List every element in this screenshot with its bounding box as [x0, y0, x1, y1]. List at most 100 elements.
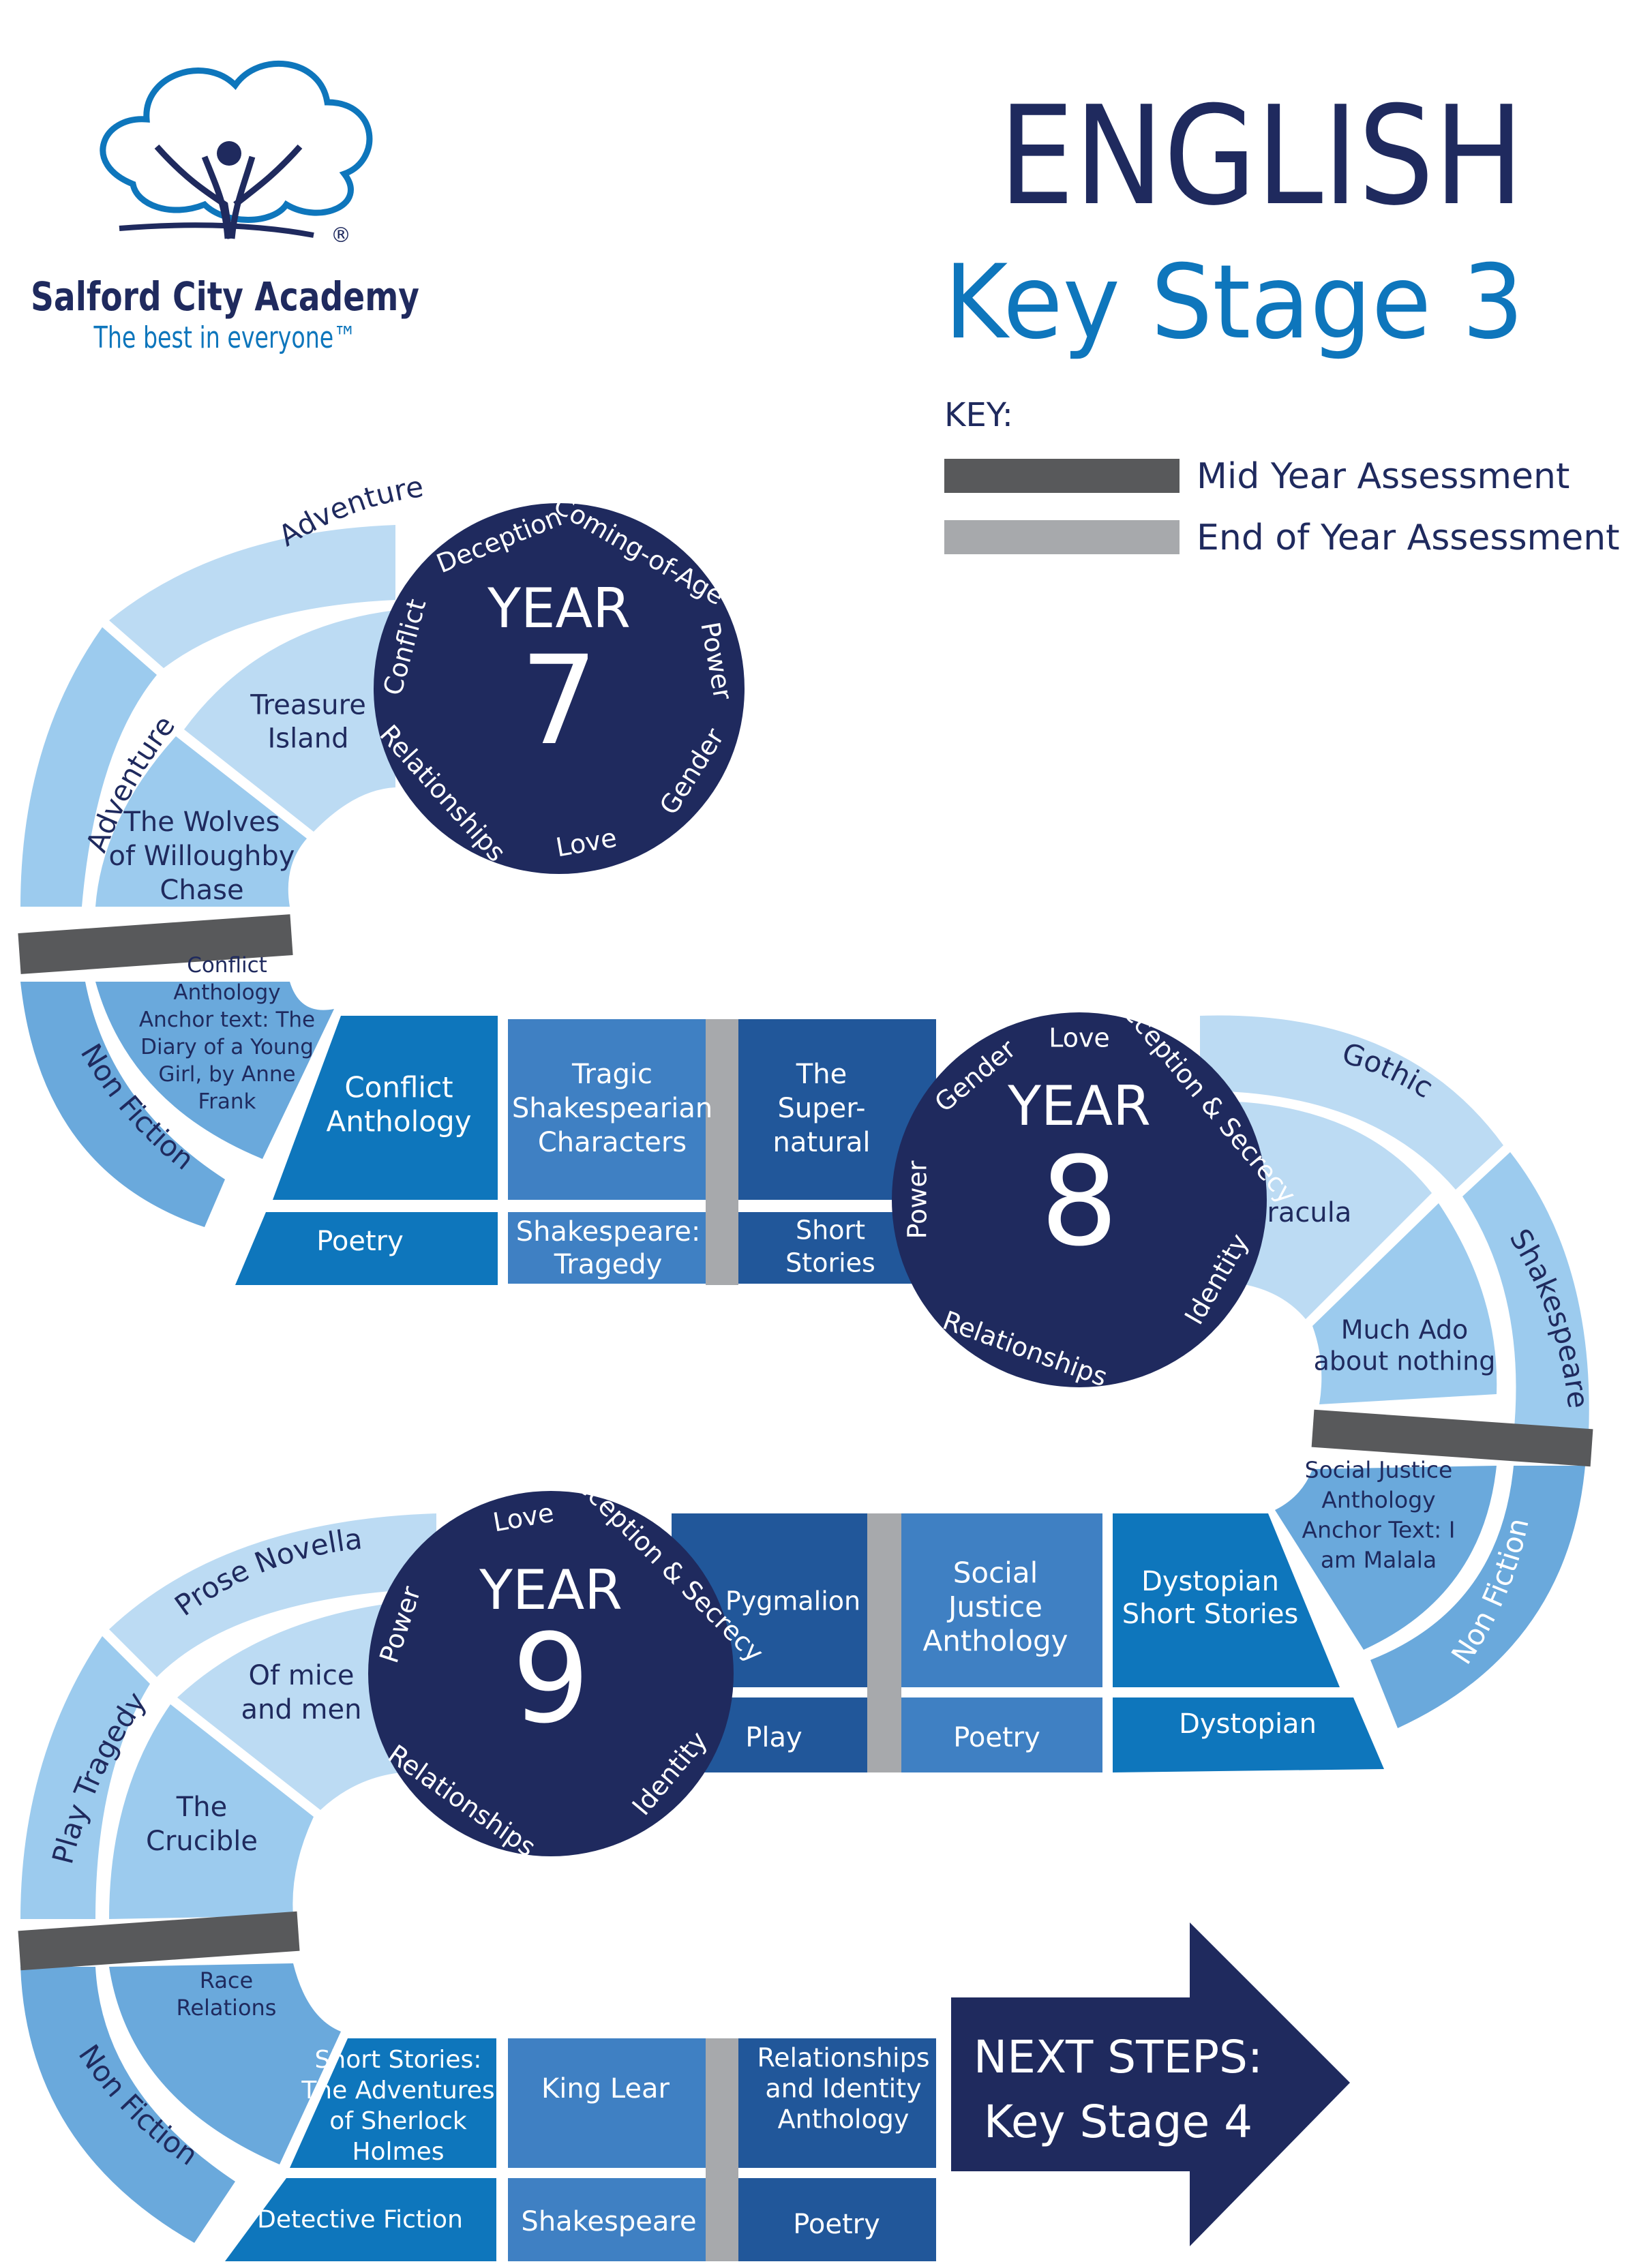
- r1-conflict-anthology-box: [273, 1016, 498, 1200]
- y8-inner-social-justice: [1275, 1466, 1497, 1650]
- year9-circle: YEAR 9: [368, 1491, 734, 1856]
- r2-poetry-box: [901, 1697, 1102, 1772]
- r1-poetry-box: [235, 1212, 498, 1285]
- page-title: ENGLISH: [999, 77, 1524, 236]
- y9-race-label-line-1: Race: [200, 1967, 253, 1993]
- y8-social-justice-label-line-4: am Malala: [1321, 1547, 1437, 1573]
- y7-conflict-anthology-label-line-1: Conflict: [187, 953, 267, 978]
- year9-label: YEAR: [479, 1558, 622, 1622]
- y7-mid-year-bar: [18, 914, 293, 974]
- y8-inner-much-ado: [1312, 1203, 1497, 1404]
- y9-crucible-label-line-1: The: [176, 1792, 227, 1823]
- r3-poetry-label-line-1: Poetry: [793, 2209, 880, 2240]
- year7-disc: [374, 503, 745, 874]
- r1-poetry-label-line-1: Poetry: [316, 1226, 404, 1257]
- y7-outer-adventure-left: [20, 627, 157, 907]
- r1-shakespeare-tragedy-box: [508, 1212, 706, 1284]
- r1-conflict-anthology-label-line-1: Conflict: [344, 1071, 453, 1104]
- page-subtitle: Key Stage 3: [944, 243, 1524, 362]
- y9-race-label-line-2: Relations: [177, 1995, 277, 2021]
- y7-conflict-anthology-label-line-2: Anthology: [173, 980, 280, 1005]
- r3-shakespeare-label-line-1: Shakespeare: [521, 2206, 696, 2237]
- y8-dracula-label-line-1: Dracula: [1246, 1197, 1352, 1228]
- r2-social-justice-box: [901, 1513, 1102, 1687]
- r3-king-lear-box: [508, 2038, 706, 2168]
- r3-detective-label-line-1: Detective Fiction: [257, 2206, 463, 2234]
- school-name: Salford City Academy: [31, 273, 419, 320]
- r3-detective-box: [225, 2178, 496, 2261]
- r1-tragic-label-line-3: Characters: [538, 1127, 687, 1158]
- legend-mid-year-swatch: [944, 459, 1180, 493]
- y8-mid-year-bar: [1311, 1409, 1593, 1467]
- row3: [225, 2038, 936, 2261]
- y8-much-ado-label-line-1: Much Ado: [1341, 1314, 1469, 1344]
- y7-wolves-label-line-2: of Willoughby: [109, 841, 295, 872]
- row1: [235, 1016, 936, 1285]
- year9-bend: [18, 1513, 436, 2243]
- y7-conflict-anthology-label-line-4: Diary of a Young: [140, 1035, 314, 1059]
- y7-conflict-anthology-label-line-6: Frank: [198, 1089, 256, 1114]
- r3-poetry-box: [738, 2178, 936, 2261]
- y7-inner-wolves: [95, 736, 307, 907]
- y7-wolves-label-line-3: Chase: [160, 875, 243, 906]
- y9-outer-prose-novella: [109, 1513, 436, 1677]
- r3-relationships-label-line-1: Relationships: [757, 2042, 929, 2072]
- y8-outer-shakespeare: [1462, 1152, 1589, 1435]
- r1-supernatural-label-line-2: Super-: [777, 1093, 865, 1124]
- r2-play-label-line-1: Play: [745, 1722, 802, 1753]
- r3-sherlock-label-line-4: Holmes: [352, 2138, 444, 2166]
- row2: [672, 1513, 1384, 1772]
- y8-outer-gothic: [1200, 1015, 1503, 1190]
- y9-inner-crucible: [109, 1704, 314, 1919]
- y7-inner-treasure-island: [184, 610, 395, 832]
- tree-icon: [100, 60, 373, 223]
- y9-crucible-label-line-2: Crucible: [146, 1826, 258, 1857]
- r2-dystopian-label-line-1: Dystopian: [1179, 1708, 1317, 1740]
- r1-supernatural-label-line-1: The: [796, 1059, 847, 1090]
- school-tagline: The best in everyone™: [93, 320, 357, 355]
- r3-end-year-bar: [706, 2038, 738, 2261]
- y7-wolves-label-line-1: The Wolves: [123, 806, 280, 838]
- next-steps-line2: Key Stage 4: [984, 2096, 1252, 2148]
- y7-treasure-island-label-line-1: Treasure: [250, 690, 366, 721]
- year7-bend: [18, 525, 395, 1227]
- r2-dystopian-box: [1113, 1697, 1384, 1772]
- r3-relationships-label-line-2: and Identity: [765, 2073, 921, 2103]
- next-steps-line1: NEXT STEPS:: [974, 2031, 1263, 2083]
- y8-outer-non-fiction: [1370, 1466, 1585, 1728]
- y7-treasure-island-label-line-2: Island: [267, 723, 348, 754]
- y9-outer-play-tragedy: [20, 1636, 150, 1919]
- r1-conflict-anthology-label-line-2: Anthology: [326, 1105, 471, 1138]
- y9-outer-non-fiction: [20, 1967, 235, 2243]
- r1-end-year-bar: [706, 1019, 738, 1285]
- year7-circle: YEAR 7: [374, 503, 745, 874]
- legend-end-year-swatch: [944, 520, 1180, 554]
- r3-sherlock-label-line-2: The Adventures: [301, 2077, 494, 2104]
- next-steps-arrow: [951, 1922, 1350, 2246]
- legend-end-year-label: End of Year Assessment: [1197, 517, 1620, 558]
- r2-dystopian-short-box: [1113, 1513, 1340, 1687]
- r3-sherlock-box: [290, 2038, 496, 2168]
- y8-theme-1: Love: [1049, 1023, 1110, 1053]
- legend: KEY: Mid Year Assessment End of Year Ass…: [944, 396, 1620, 558]
- y9-of-mice-label-line-2: and men: [241, 1694, 362, 1725]
- r3-shakespeare-box: [508, 2178, 706, 2261]
- year8-circle: YEAR 8: [892, 1012, 1267, 1387]
- r2-social-justice-label-line-3: Anthology: [922, 1625, 1068, 1658]
- year9-number: 9: [512, 1608, 590, 1751]
- y7-conflict-anthology-label-line-3: Anchor text: The: [139, 1008, 315, 1032]
- year7-label: YEAR: [487, 577, 631, 640]
- r2-pygmalion-label-line-1: Pygmalion: [725, 1586, 860, 1616]
- r1-short-stories-label-line-2: Stories: [785, 1248, 875, 1278]
- r3-relationships-label-line-3: Anthology: [778, 2104, 910, 2134]
- school-logo: ® Salford City Academy The best in every…: [31, 60, 419, 355]
- year9-disc: [368, 1491, 734, 1856]
- r3-sherlock-label-line-1: Short Stories:: [315, 2046, 482, 2074]
- r1-tragic-label-line-1: Tragic: [571, 1059, 652, 1090]
- r2-social-justice-label-line-1: Social: [953, 1556, 1038, 1590]
- r3-king-lear-label-line-1: King Lear: [541, 2073, 670, 2104]
- r1-shakespeare-tragedy-label-line-2: Tragedy: [554, 1249, 663, 1280]
- y8-social-justice-label-line-2: Anthology: [1321, 1487, 1435, 1513]
